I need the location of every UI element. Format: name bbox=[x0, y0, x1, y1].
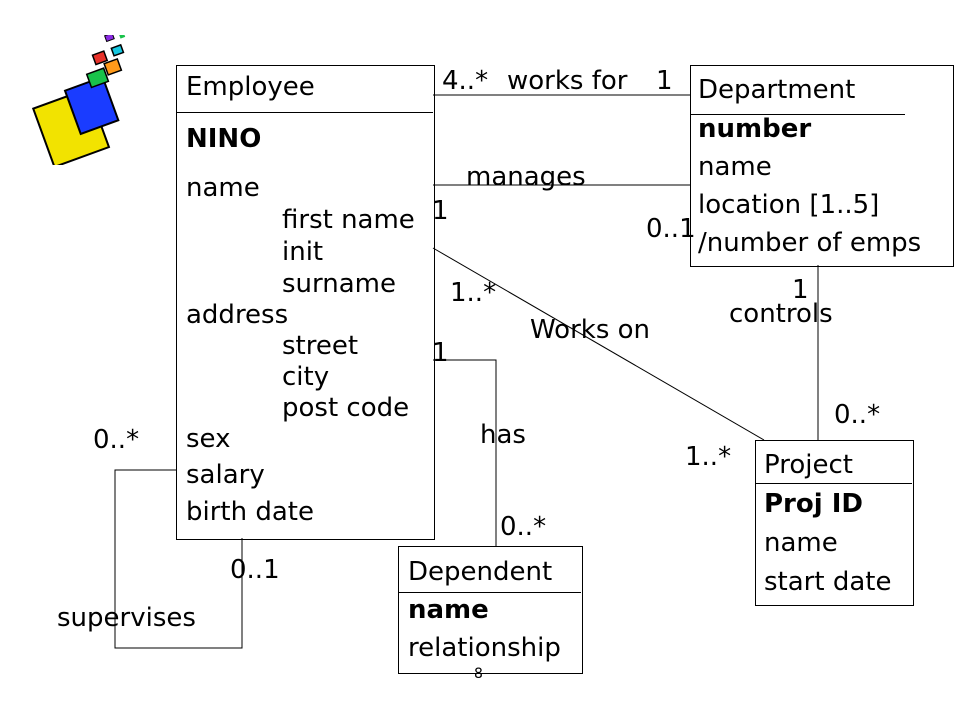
works-on-proj-multiplicity: 1..* bbox=[685, 442, 732, 472]
dependent-key: name bbox=[408, 595, 489, 625]
works-for-dept-multiplicity: 1 bbox=[656, 66, 673, 96]
manages-label: manages bbox=[466, 162, 586, 192]
supervises-sub-multiplicity: 0..1 bbox=[230, 555, 280, 585]
project-class-box bbox=[755, 440, 914, 606]
manages-emp-multiplicity: 1 bbox=[432, 196, 449, 226]
employee-key: NINO bbox=[186, 124, 262, 154]
employee-class-box bbox=[176, 65, 435, 540]
employee-title: Employee bbox=[186, 72, 315, 102]
project-attr-name: name bbox=[764, 528, 838, 558]
works-on-label: Works on bbox=[530, 315, 651, 345]
project-title-divider bbox=[755, 483, 912, 484]
employee-attr-address: address bbox=[186, 300, 289, 330]
has-line bbox=[433, 359, 497, 546]
works-for-emp-multiplicity: 4..* bbox=[442, 66, 489, 96]
department-title-divider bbox=[690, 114, 905, 115]
department-attr-location: location [1..5] bbox=[698, 190, 880, 220]
dependent-title: Dependent bbox=[408, 557, 553, 587]
department-class-box bbox=[690, 65, 954, 267]
controls-proj-multiplicity: 0..* bbox=[834, 400, 881, 430]
controls-dept-multiplicity: 1 bbox=[792, 275, 809, 305]
has-label: has bbox=[480, 420, 526, 450]
employee-attr-salary: salary bbox=[186, 460, 265, 490]
works-for-label: works for bbox=[507, 66, 628, 96]
employee-attr-post-code: post code bbox=[282, 393, 410, 423]
works-on-emp-multiplicity: 1..* bbox=[450, 278, 497, 308]
project-attr-start-date: start date bbox=[764, 567, 892, 597]
supervises-sup-multiplicity: 0..* bbox=[93, 425, 140, 455]
supervises-label: supervises bbox=[57, 603, 196, 633]
manages-dept-multiplicity: 0..1 bbox=[646, 214, 696, 244]
dependent-title-divider bbox=[398, 592, 581, 593]
employee-attr-name: name bbox=[186, 173, 260, 203]
has-dep-multiplicity: 0..* bbox=[500, 512, 547, 542]
works-on-line bbox=[432, 247, 765, 441]
has-emp-multiplicity: 1 bbox=[432, 338, 449, 368]
department-key: number bbox=[698, 114, 812, 144]
employee-attr-sex: sex bbox=[186, 424, 231, 454]
supervises-line bbox=[114, 469, 243, 649]
dependent-attr-relationship: relationship bbox=[408, 633, 561, 663]
employee-title-divider bbox=[176, 112, 433, 113]
dependent-class-box bbox=[398, 546, 583, 674]
department-attr-name: name bbox=[698, 152, 772, 182]
employee-attr-birth-date: birth date bbox=[186, 497, 314, 527]
employee-attr-surname: surname bbox=[282, 269, 396, 299]
project-key: Proj ID bbox=[764, 489, 863, 519]
page-number: 8 bbox=[474, 666, 483, 682]
project-title: Project bbox=[764, 450, 853, 480]
employee-attr-first-name: first name bbox=[282, 205, 415, 235]
department-title: Department bbox=[698, 75, 856, 105]
employee-attr-init: init bbox=[282, 237, 324, 267]
stacked-cards-logo bbox=[31, 35, 126, 165]
controls-label: controls bbox=[729, 299, 833, 329]
department-attr-number-of-emps: /number of emps bbox=[698, 228, 922, 258]
employee-attr-street: street bbox=[282, 331, 359, 361]
employee-attr-city: city bbox=[282, 362, 330, 392]
